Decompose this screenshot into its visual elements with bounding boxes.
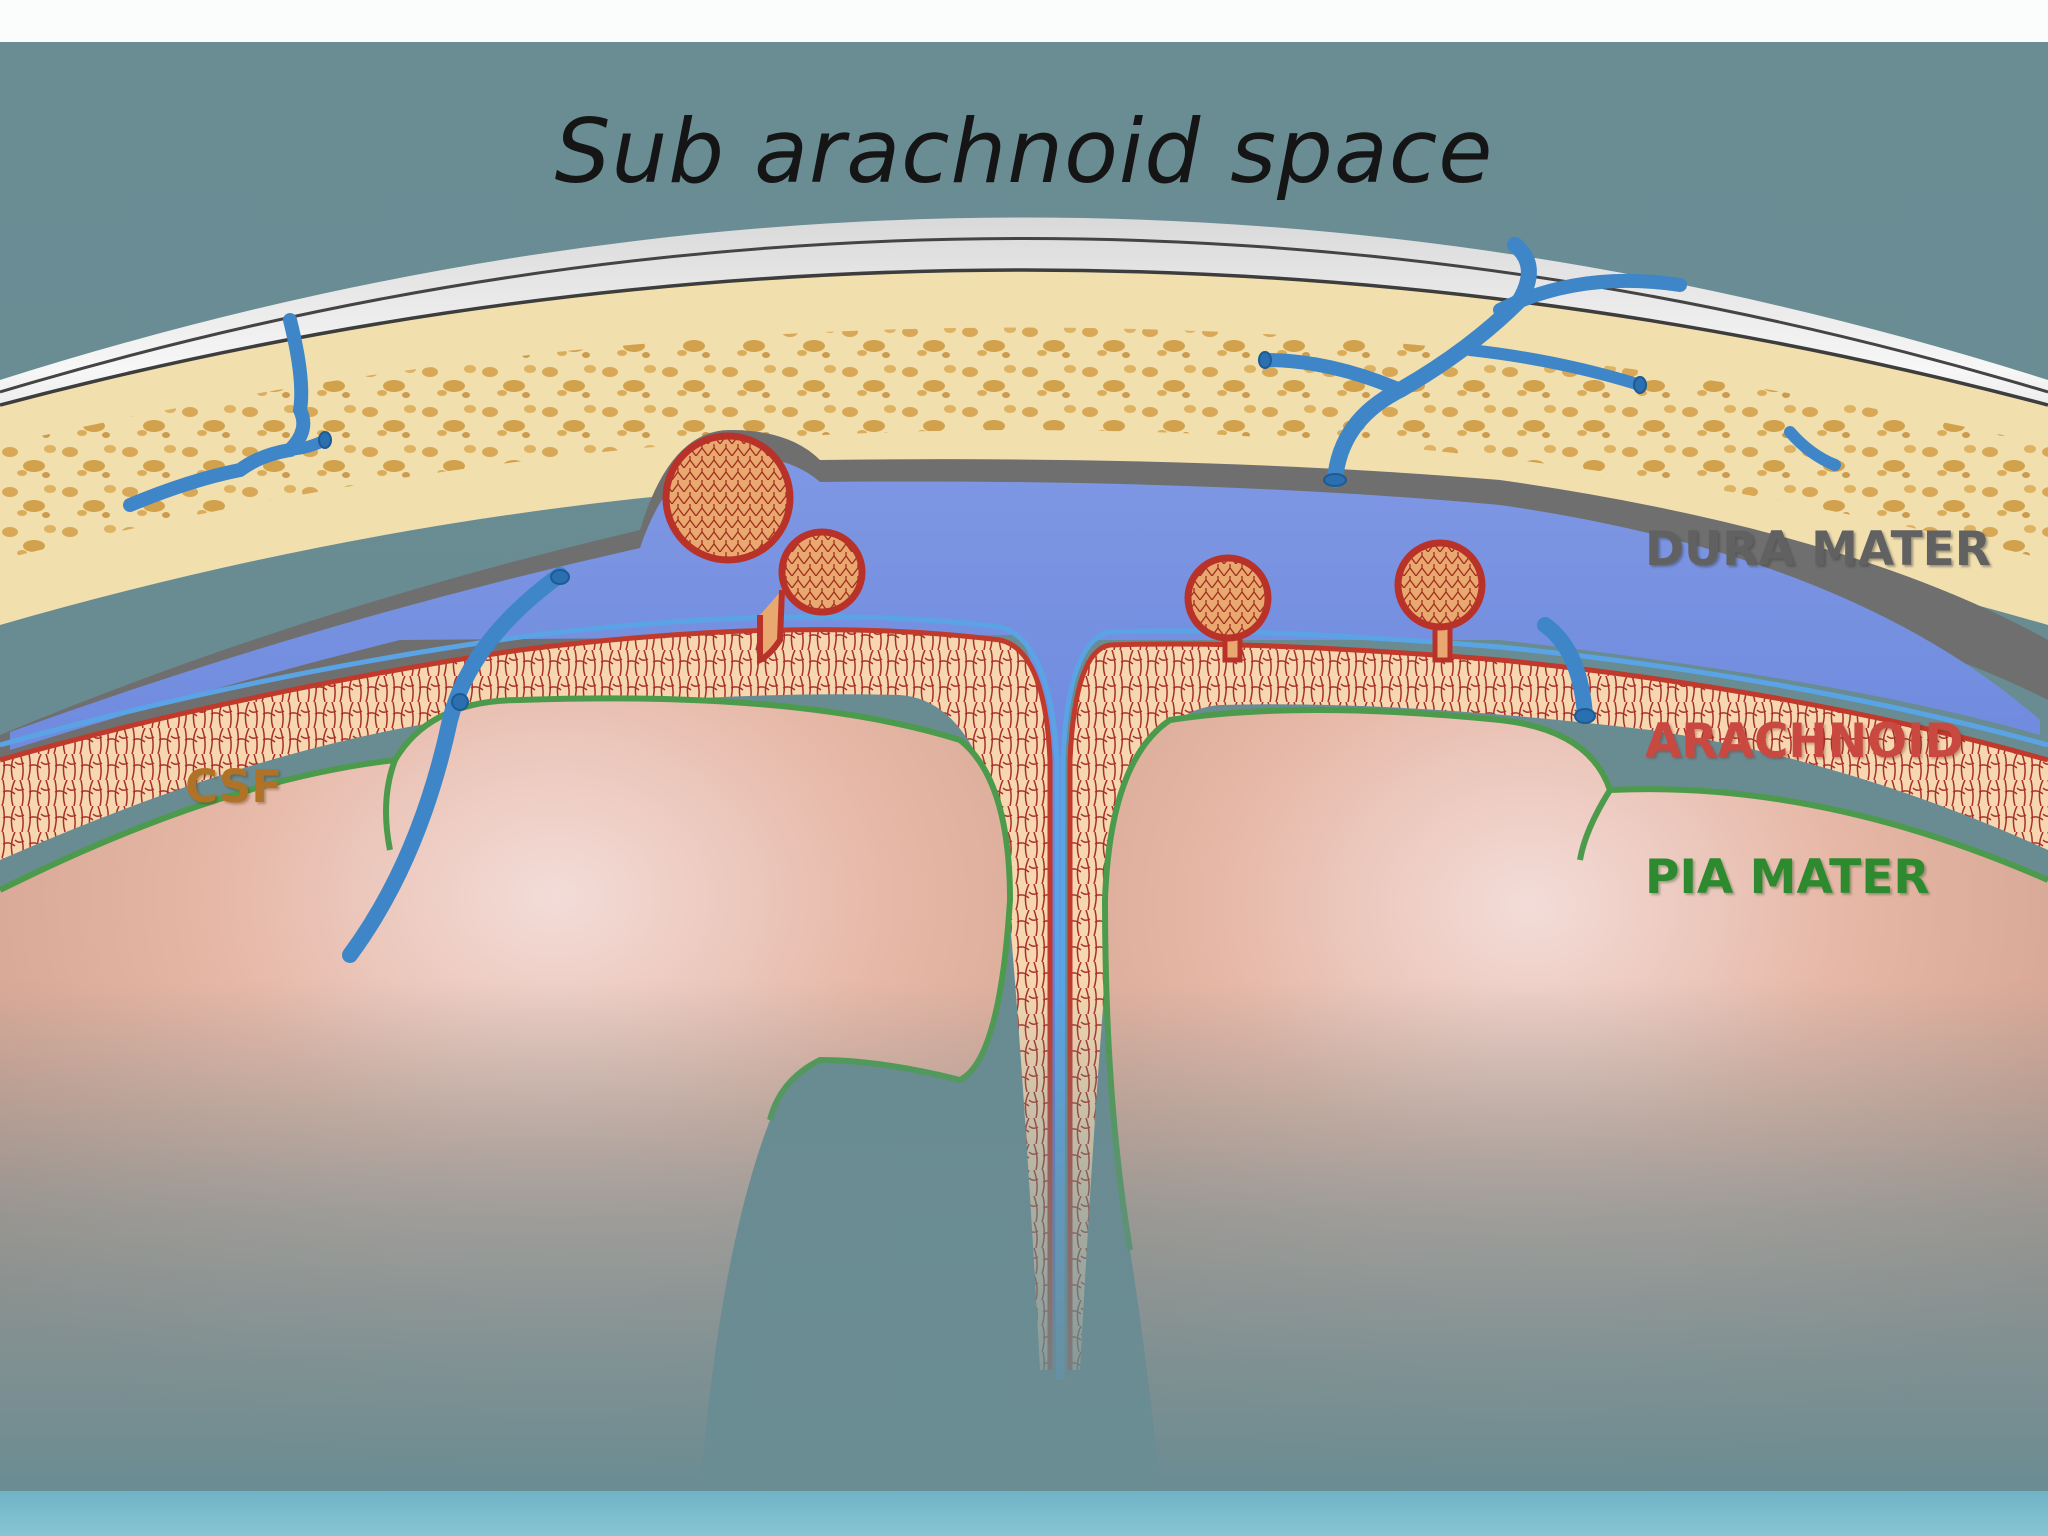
slide-title: Sub arachnoid space [554, 100, 1494, 203]
slide: Sub arachnoid space DURA MATER ARACHNOID… [0, 42, 2048, 1491]
pia-mater-right [1101, 707, 2048, 1251]
label-csf: CSF [185, 760, 283, 813]
vessel-end-4 [1633, 376, 1647, 394]
vessel-end-3 [1258, 351, 1272, 369]
vessel-bone-right-trunk [1327, 237, 1537, 488]
arachnoid-granulation-3 [1184, 554, 1272, 642]
label-pia-mater: PIA MATER [1645, 850, 1930, 905]
vessel-bone-right-branch-1 [1258, 353, 1407, 397]
vessel-bone-right-branch-2 [1493, 273, 1687, 317]
arachnoid-granulation-1 [662, 432, 794, 564]
bone-outline [0, 268, 2048, 407]
meninges-illustration [0, 42, 2048, 1491]
vessel-end-2 [1323, 473, 1347, 487]
vessel-bone-right-small [1784, 426, 1841, 471]
pia-sulcus-left [383, 758, 398, 851]
arachnoid-membrane-left [0, 627, 1053, 1370]
bottom-bar [0, 1491, 2048, 1536]
granulation-stalk-1 [757, 589, 785, 665]
skull-outline [0, 237, 2048, 394]
vessel-junction [451, 693, 469, 711]
label-dura-mater: DURA MATER [1645, 522, 1991, 577]
arachnoid-layer-left [0, 629, 1050, 1370]
vessel-penetrating-left [342, 567, 568, 963]
bottom-fade [0, 980, 2048, 1491]
vessel-end-6 [318, 431, 332, 449]
blood-vessels [123, 237, 1841, 963]
vessel-end-5 [1574, 708, 1596, 724]
arachnoid-outer-blue-left [0, 614, 1061, 1381]
arachnoid-granulation-4 [1394, 539, 1486, 631]
vessel-arachnoid-right [1537, 617, 1593, 723]
arachnoid-layer-right [1070, 644, 2048, 1370]
pia-sulcus-right [1577, 788, 1613, 861]
arachnoid-membrane-right [1067, 641, 2048, 1370]
vessel-bone-right-branch-3 [1464, 344, 1646, 391]
top-margin [0, 0, 2048, 42]
label-arachnoid: ARACHNOID [1645, 714, 1964, 769]
vessel-ends [318, 351, 1647, 724]
arachnoid-granulation-2 [778, 528, 866, 616]
arachnoid-outer-blue-right [1059, 628, 2048, 1381]
vessel-end-1 [550, 569, 570, 585]
bone-cavities [0, 327, 2048, 560]
